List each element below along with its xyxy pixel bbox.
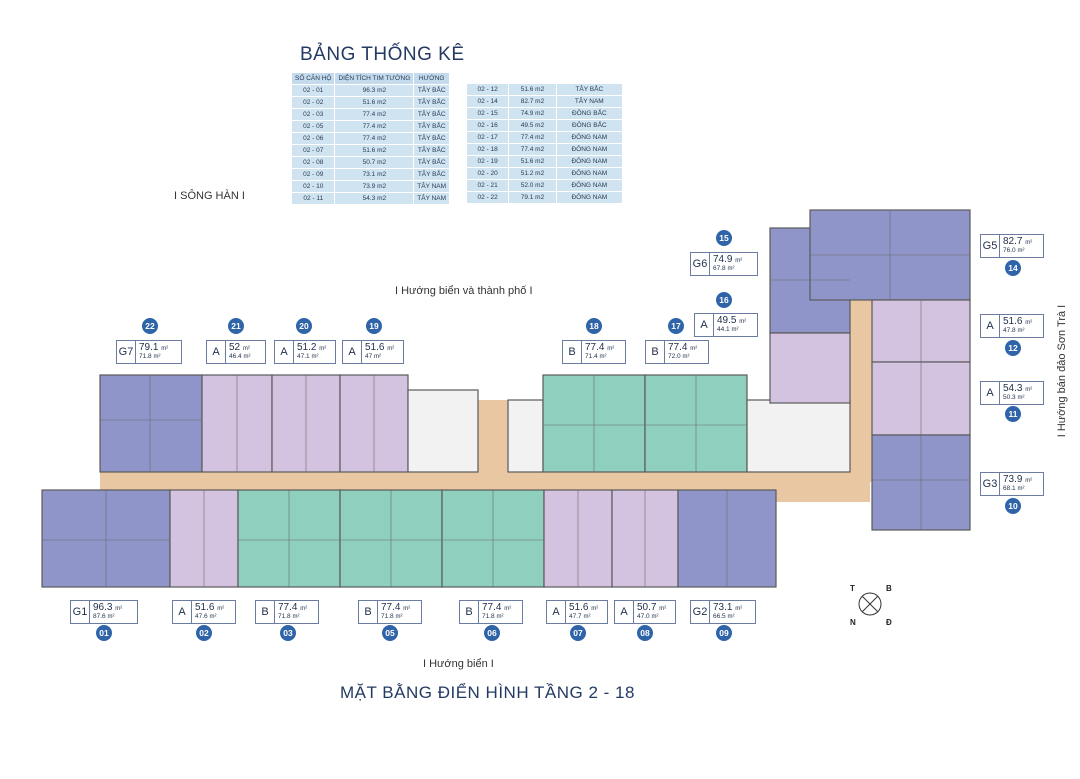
stats-cell: 02 - 22 (465, 191, 510, 204)
unit-badge-15: 15 (716, 230, 732, 246)
unit-badge-09: 09 (716, 625, 732, 641)
unit-badge-16: 16 (716, 292, 732, 308)
unit-badge-12: 12 (1005, 340, 1021, 356)
header-direction: HƯỚNG (413, 72, 451, 85)
unit-badge-14: 14 (1005, 260, 1021, 276)
stats-cell: TÂY NAM (413, 192, 451, 205)
unit-badge-19: 19 (366, 318, 382, 334)
unit-badge-01: 01 (96, 625, 112, 641)
interior-walls (42, 210, 970, 587)
statistics-title: BẢNG THỐNG KÊ (300, 44, 465, 65)
unit-badge-11: 11 (1005, 406, 1021, 422)
unit-badge-22: 22 (142, 318, 158, 334)
stats-cell: ĐÔNG NAM (555, 191, 624, 204)
unit-badge-07: 07 (570, 625, 586, 641)
unit-badge-18: 18 (586, 318, 602, 334)
unit-badge-21: 21 (228, 318, 244, 334)
block-upper-left (99, 374, 479, 473)
compass-b: B (886, 584, 892, 593)
block-lower (41, 489, 777, 588)
unit-badge-10: 10 (1005, 498, 1021, 514)
stats-table-left: SỐ CĂN HỘ DIỆN TÍCH TIM TƯỜNG HƯỚNG 02 -… (290, 72, 451, 205)
stats-cell: 79.1 m2 (508, 191, 557, 204)
direction-song-han: I SÔNG HÀN I (174, 190, 245, 202)
direction-sea-city: I Hướng biển và thành phố I (395, 285, 533, 297)
stats-cell: 02 - 11 (290, 192, 336, 205)
stats-cell: 54.3 m2 (334, 192, 415, 205)
stats-cell: 51.6 m2 (508, 83, 557, 96)
unit-badge-05: 05 (382, 625, 398, 641)
header-area: DIỆN TÍCH TIM TƯỜNG (334, 72, 415, 85)
unit-badge-17: 17 (668, 318, 684, 334)
compass-icon: T B N Đ (850, 584, 892, 627)
unit-badge-06: 06 (484, 625, 500, 641)
stats-cell: 49.5 m2 (508, 119, 557, 132)
direction-sea: I Hướng biển I (423, 658, 494, 670)
unit-badge-08: 08 (637, 625, 653, 641)
compass-n: N (850, 618, 856, 627)
compass-d: Đ (886, 618, 892, 627)
unit-badge-20: 20 (296, 318, 312, 334)
floor-plan-title: MẶT BẰNG ĐIỂN HÌNH TẦNG 2 - 18 (340, 683, 635, 702)
compass-t: T (850, 584, 855, 593)
unit-badge-02: 02 (196, 625, 212, 641)
unit-badge-03: 03 (280, 625, 296, 641)
